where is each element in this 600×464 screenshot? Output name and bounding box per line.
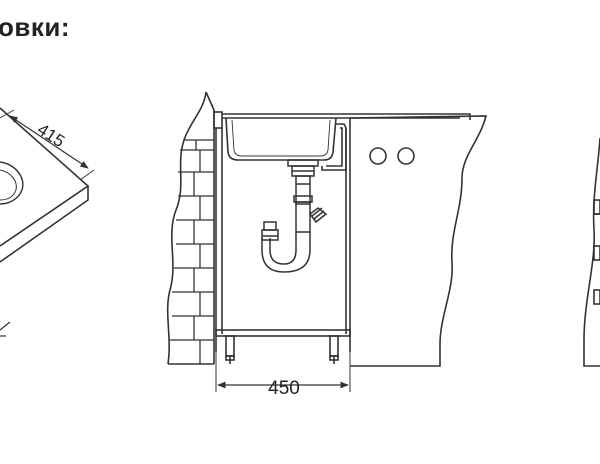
siphon-drain: [261, 159, 328, 273]
dimension-label-415: 415: [34, 120, 68, 151]
adjacent-cabinet: [349, 115, 488, 367]
cabinet: [215, 128, 351, 392]
dimension-450: 450: [217, 378, 349, 399]
partial-right-view: [583, 137, 600, 367]
knob-icon: [397, 147, 415, 165]
dimension-label-450: 450: [268, 378, 300, 399]
brick-wall: [166, 91, 215, 365]
dimension-415: 415: [9, 115, 89, 169]
section-heading: овки:: [0, 12, 71, 42]
sink-bowl: [225, 117, 347, 171]
countertop: [213, 111, 471, 129]
knob-icon: [369, 147, 387, 165]
